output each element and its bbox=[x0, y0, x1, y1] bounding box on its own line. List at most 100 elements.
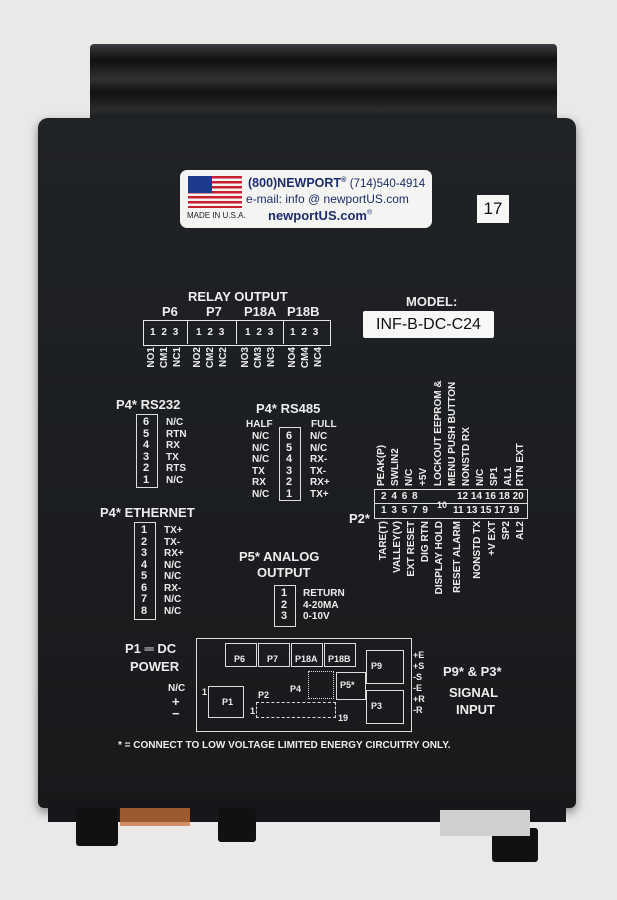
relay-signal: CM1 bbox=[159, 347, 170, 369]
p2-connector bbox=[374, 489, 528, 519]
website: newportUS.com® bbox=[268, 208, 373, 223]
board-p1-pin: 1 bbox=[202, 687, 208, 697]
power-title-2: POWER bbox=[130, 659, 180, 674]
p2-pin-10: 10 bbox=[437, 500, 448, 510]
p2-top-signal: RTN EXT bbox=[515, 443, 526, 486]
p2-top-signal: N/C bbox=[404, 468, 415, 486]
board-p2 bbox=[256, 702, 336, 718]
signal-input-title-1: P9* & P3* bbox=[443, 664, 502, 679]
board-p7: P7 bbox=[258, 643, 290, 667]
analog-connector bbox=[274, 585, 296, 627]
display-bezel bbox=[90, 44, 557, 132]
p2-bottom-signal: TARE(T) bbox=[378, 521, 389, 561]
analog-title-2: OUTPUT bbox=[257, 565, 311, 580]
relay-signal: CM2 bbox=[205, 347, 216, 369]
rs485-half-label: HALF bbox=[246, 419, 273, 430]
analog-title-1: P5* ANALOG bbox=[239, 549, 320, 564]
board-p4-label: P4 bbox=[290, 684, 302, 694]
p2-bottom-signal: EXT RESET bbox=[406, 521, 417, 577]
us-flag-icon bbox=[188, 176, 242, 208]
p2-top-signal: PEAK(P) bbox=[376, 444, 387, 486]
rs232-connector bbox=[136, 414, 158, 488]
rs485-title: P4* RS485 bbox=[256, 401, 321, 416]
p2-bottom-signal: +V EXT bbox=[487, 521, 498, 556]
number-tag: 17 bbox=[477, 195, 509, 223]
relay-pins-p18a: 1 2 3 bbox=[245, 327, 274, 338]
relay-signal: NC1 bbox=[172, 347, 183, 368]
board-p2-pin-start: 1 bbox=[250, 706, 256, 716]
power-plus: + bbox=[172, 694, 180, 709]
relay-pins-p18b: 1 2 3 bbox=[290, 327, 319, 338]
power-nc: N/C bbox=[168, 683, 186, 694]
board-p5: P5* bbox=[336, 672, 366, 700]
relay-group-p6: P6 bbox=[162, 304, 178, 319]
relay-signal: NO2 bbox=[192, 347, 203, 368]
p2-top-signal: NONSTD RX bbox=[461, 427, 472, 486]
footnote: * = CONNECT TO LOW VOLTAGE LIMITED ENERG… bbox=[118, 740, 451, 751]
made-in-usa: MADE IN U.S.A. bbox=[187, 211, 246, 220]
phone-line: (800)NEWPORT® (714)540-4914 bbox=[248, 176, 426, 190]
newport-sticker: MADE IN U.S.A. (800)NEWPORT® (714)540-49… bbox=[180, 170, 432, 228]
p2-bottom-signal: NONSTD TX bbox=[472, 521, 483, 579]
relay-signal: NO1 bbox=[146, 347, 157, 368]
board-p4 bbox=[308, 671, 334, 699]
relay-signal: NC3 bbox=[266, 347, 277, 368]
ethernet-connector bbox=[134, 522, 156, 620]
p2-top-signal: SP1 bbox=[489, 467, 500, 486]
model-heading: MODEL: bbox=[406, 294, 458, 309]
p2-bottom-pins: 1 3 5 7 9 bbox=[381, 505, 428, 516]
p2-label: P2* bbox=[349, 511, 370, 526]
p2-top-pins-right: 12 14 16 18 20 bbox=[457, 491, 524, 502]
p2-bottom-signal: AL2 bbox=[515, 521, 526, 540]
relay-group-p18b: P18B bbox=[287, 304, 320, 319]
board-p2-label: P2 bbox=[258, 690, 270, 700]
controller-housing bbox=[38, 118, 576, 808]
grey-plug bbox=[440, 810, 530, 836]
p2-bottom-signal: DISPLAY HOLD bbox=[434, 521, 445, 595]
p2-bottom-signal: VALLEY(V) bbox=[392, 521, 403, 574]
p2-bottom-signal: SP2 bbox=[501, 521, 512, 540]
p2-top-signal: LOCKOUT EEPROM & bbox=[433, 380, 444, 486]
model-value: INF-B-DC-C24 bbox=[363, 311, 494, 338]
relay-signal: CM3 bbox=[253, 347, 264, 369]
p2-top-signal: N/C bbox=[475, 468, 486, 486]
board-p2-pin-end: 19 bbox=[338, 713, 349, 723]
relay-pins-p7: 1 2 3 bbox=[196, 327, 225, 338]
board-p18b: P18B bbox=[324, 643, 356, 667]
relay-group-p7: P7 bbox=[206, 304, 222, 319]
relay-terminal-block bbox=[143, 320, 331, 346]
power-title-1: P1 ═ DC bbox=[125, 641, 177, 656]
rs232-title: P4* RS232 bbox=[116, 397, 181, 412]
rs485-full-label: FULL bbox=[311, 419, 337, 430]
signal-input-title-3: INPUT bbox=[456, 702, 495, 717]
relay-signal: NC2 bbox=[218, 347, 229, 368]
board-p18a: P18A bbox=[291, 643, 323, 667]
board-p3: P3 bbox=[366, 690, 404, 724]
p2-top-signal: +5V bbox=[418, 467, 429, 486]
orange-tab bbox=[120, 808, 190, 826]
p2-top-signal: MENU PUSH BUTTON bbox=[447, 381, 458, 486]
board-layout bbox=[196, 638, 412, 732]
p2-top-signal: SWLIN2 bbox=[390, 448, 401, 486]
ethernet-title: P4* ETHERNET bbox=[100, 505, 195, 520]
p2-top-pins: 2 4 6 8 bbox=[381, 491, 418, 502]
signal-input-title-2: SIGNAL bbox=[449, 685, 499, 700]
p2-top-signal: AL1 bbox=[503, 467, 514, 486]
relay-signal: NO4 bbox=[287, 347, 298, 368]
board-p6: P6 bbox=[225, 643, 257, 667]
board-p9: P9 bbox=[366, 650, 404, 684]
relay-signal: CM4 bbox=[300, 347, 311, 369]
relay-pins-p6: 1 2 3 bbox=[150, 327, 179, 338]
relay-signal: NC4 bbox=[313, 347, 324, 368]
mounting-clip-left bbox=[76, 808, 118, 846]
p2-bottom-signal: RESET ALARM bbox=[452, 521, 463, 593]
